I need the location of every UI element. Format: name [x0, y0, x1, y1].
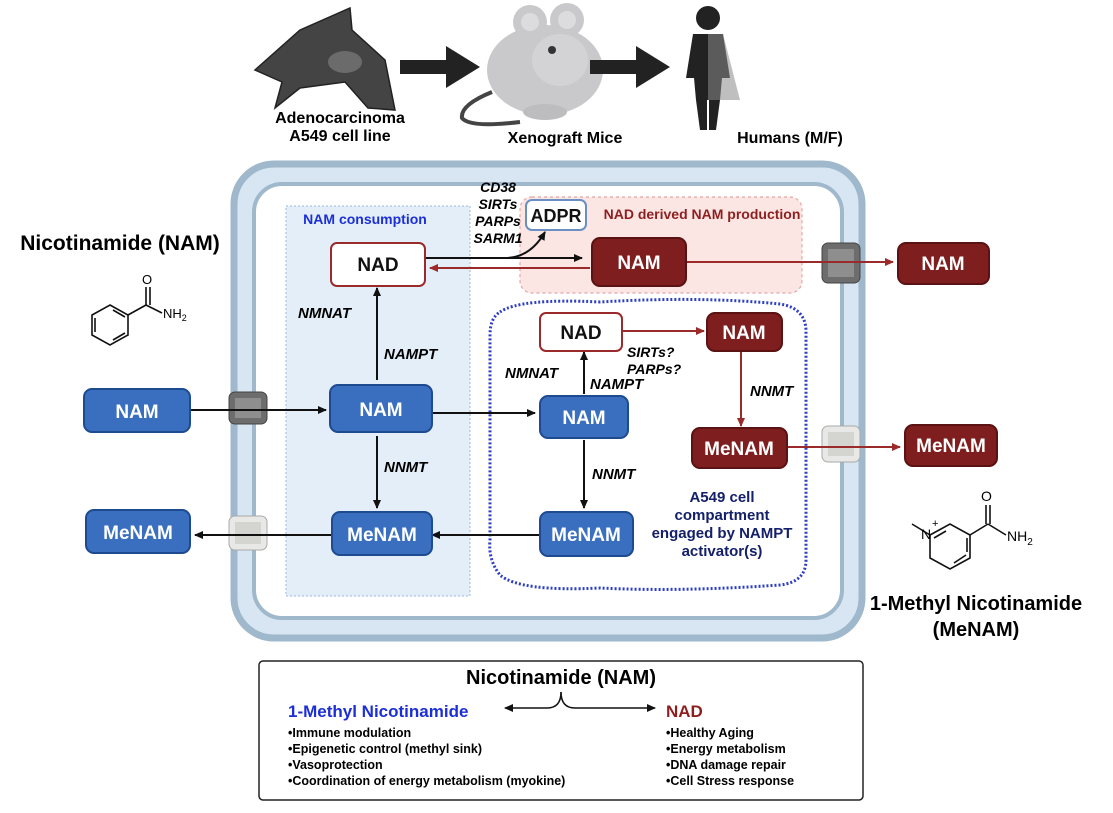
mouse-icon — [459, 3, 603, 127]
legend-title: Nicotinamide (NAM) — [466, 667, 656, 689]
svg-text:NAM: NAM — [617, 253, 660, 274]
xenograft-label: Xenograft Mice — [508, 130, 623, 147]
menam-nh2-label: NH2 — [1007, 528, 1033, 548]
membrane-channel-left-bottom — [228, 515, 268, 551]
node-menam-exported: MeNAM — [904, 424, 998, 467]
node-adpr: ADPR — [525, 199, 587, 231]
svg-text:NAM: NAM — [359, 400, 402, 421]
compartment-label-1: A549 cell — [689, 489, 754, 506]
svg-text:NAM: NAM — [115, 402, 158, 423]
svg-text:NAM: NAM — [722, 323, 765, 344]
svg-text:ADPR: ADPR — [530, 206, 581, 226]
svg-text:NAM: NAM — [921, 254, 964, 275]
menam-structure-title-1: 1-Methyl Nicotinamide — [870, 593, 1082, 615]
svg-text:NAM: NAM — [562, 408, 605, 429]
a549-cell-icon — [253, 6, 396, 111]
nam-oxygen-label: O — [142, 272, 152, 287]
legend-left-item-4: •Coordination of energy metabolism (myok… — [288, 774, 565, 788]
enzyme-cd38: CD38 — [480, 179, 516, 195]
legend-right-item-3: •DNA damage repair — [666, 758, 786, 772]
svg-text:NAD: NAD — [560, 323, 601, 344]
legend-left-item-1: •Immune modulation — [288, 726, 411, 740]
membrane-channel-left — [228, 391, 268, 425]
legend-box — [258, 660, 864, 801]
menam-plus-label: + — [932, 518, 938, 530]
enzyme-nampt-inner: NAMPT — [590, 376, 645, 393]
svg-text:MeNAM: MeNAM — [704, 439, 774, 460]
enzyme-sirts-inner: SIRTs? — [627, 344, 675, 360]
enzyme-nampt-main: NAMPT — [384, 346, 439, 363]
menam-molecule-icon — [911, 505, 1007, 570]
enzyme-nnmt-red: NNMT — [750, 383, 795, 400]
node-nam-center: NAM — [329, 384, 433, 433]
node-nam-inner-red: NAM — [706, 312, 783, 352]
nam-nh2-label: NH2 — [163, 306, 187, 323]
node-nam-outside: NAM — [83, 388, 191, 433]
membrane-channel-right-bottom — [821, 425, 861, 463]
nam-structure-title: Nicotinamide (NAM) — [20, 232, 220, 255]
legend-right-item-2: •Energy metabolism — [666, 742, 786, 756]
compartment-label-4: activator(s) — [682, 543, 763, 560]
enzyme-sarm1: SARM1 — [473, 230, 522, 246]
enzyme-nnmt-inner: NNMT — [592, 466, 637, 483]
svg-text:NAD: NAD — [357, 255, 398, 276]
compartment-label-2: compartment — [674, 507, 769, 524]
legend-right-heading: NAD — [666, 702, 703, 721]
nam-molecule-icon — [91, 287, 163, 346]
node-menam-inner-red: MeNAM — [691, 427, 788, 469]
node-menam-outside: MeNAM — [85, 509, 191, 554]
enzyme-nmnat-inner: NMNAT — [505, 365, 560, 382]
enzyme-sirts: SIRTs — [479, 196, 518, 212]
node-nam-production: NAM — [591, 237, 687, 287]
node-nad-inner: NAD — [539, 312, 623, 352]
nam-production-title: NAD derived NAM production — [604, 206, 801, 222]
node-nam-inner-blue: NAM — [539, 395, 629, 439]
legend-left-heading: 1-Methyl Nicotinamide — [288, 702, 468, 721]
legend-bracket-left — [504, 691, 562, 712]
cell-line-label: Adenocarcinoma — [275, 110, 405, 127]
node-menam-inner-blue: MeNAM — [539, 511, 634, 557]
node-menam-center: MeNAM — [331, 511, 433, 556]
enzyme-parps-inner: PARPs? — [627, 361, 682, 377]
legend-left-item-3: •Vasoprotection — [288, 758, 383, 772]
node-nad-main: NAD — [330, 242, 426, 287]
svg-text:MeNAM: MeNAM — [551, 525, 621, 546]
nam-consumption-title: NAM consumption — [303, 211, 427, 227]
enzyme-parps: PARPs — [475, 213, 521, 229]
node-nam-exported: NAM — [897, 242, 990, 285]
menam-nitrogen-label: N — [921, 526, 931, 542]
human-icon — [686, 6, 740, 130]
legend-right-item-4: •Cell Stress response — [666, 774, 794, 788]
menam-structure-title-2: (MeNAM) — [933, 619, 1020, 641]
compartment-label-3: engaged by NAMPT — [652, 525, 793, 542]
arrow-nad-to-adpr — [504, 231, 546, 259]
arrow-cell-to-mice-icon — [400, 46, 480, 88]
humans-label: Humans (M/F) — [737, 130, 843, 147]
arrow-mice-to-humans-icon — [590, 46, 670, 88]
legend-right-item-1: •Healthy Aging — [666, 726, 754, 740]
enzyme-nmnat-main: NMNAT — [298, 305, 353, 322]
menam-oxygen-label: O — [981, 488, 992, 504]
svg-text:MeNAM: MeNAM — [103, 523, 173, 544]
legend-left-item-2: •Epigenetic control (methyl sink) — [288, 742, 482, 756]
enzyme-nnmt-main: NNMT — [384, 459, 429, 476]
cell-line-label-2: A549 cell line — [289, 128, 390, 145]
svg-text:MeNAM: MeNAM — [347, 525, 417, 546]
svg-text:MeNAM: MeNAM — [916, 436, 986, 457]
a549-compartment — [488, 297, 808, 591]
